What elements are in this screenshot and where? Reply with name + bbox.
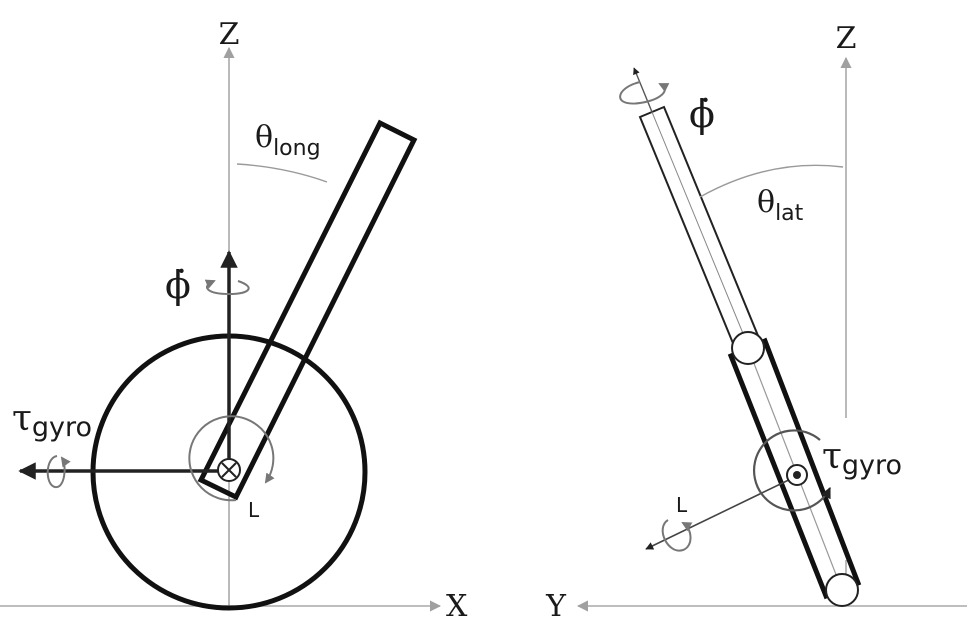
right-lower-joint: [825, 573, 859, 607]
right-y-axis-label: Y: [545, 589, 567, 624]
right-phi-dot-axis: [633, 67, 653, 113]
right-tau-gyro-label: τgyro: [822, 436, 902, 481]
left-phi-dot-label: ϕ̇: [165, 263, 191, 307]
left-phi-dot-rotation-arrow: [204, 279, 250, 296]
left-view: Z X θlong ϕ̇ τgyro L: [0, 17, 468, 624]
right-z-axis-label: Z: [836, 21, 857, 56]
right-theta-lat-label: θlat: [757, 185, 804, 226]
left-tau-gyro-label: τgyro: [12, 398, 92, 443]
right-phi-dot-label: ϕ̇: [689, 92, 715, 136]
left-x-axis-label: X: [446, 589, 468, 624]
right-l-label: L: [676, 493, 688, 517]
left-tau-gyro-rotation-arrow: [46, 455, 71, 488]
left-theta-long-label: θlong: [255, 120, 321, 161]
left-into-page-cross-b: [221, 462, 237, 478]
left-theta-long-arc: [236, 163, 328, 183]
right-tau-gyro-rotation-arrow: [753, 429, 831, 512]
right-l-rotation-arrow: [661, 519, 693, 552]
left-l-rotation-arrow: [188, 415, 275, 502]
right-theta-lat-arc: [699, 164, 844, 198]
right-upper-joint: [731, 331, 765, 365]
right-l-vector: [645, 475, 798, 550]
left-z-axis-label: Z: [219, 17, 240, 52]
right-rod-centerline: [651, 111, 750, 349]
right-phi-dot-rotation-arrow: [619, 81, 670, 105]
right-view: Z Y ϕ̇ θlat L τgyro: [545, 21, 967, 624]
right-out-of-page-dot: [793, 471, 801, 479]
left-pendulum-rod: [197, 119, 418, 501]
left-l-label: L: [248, 498, 260, 522]
